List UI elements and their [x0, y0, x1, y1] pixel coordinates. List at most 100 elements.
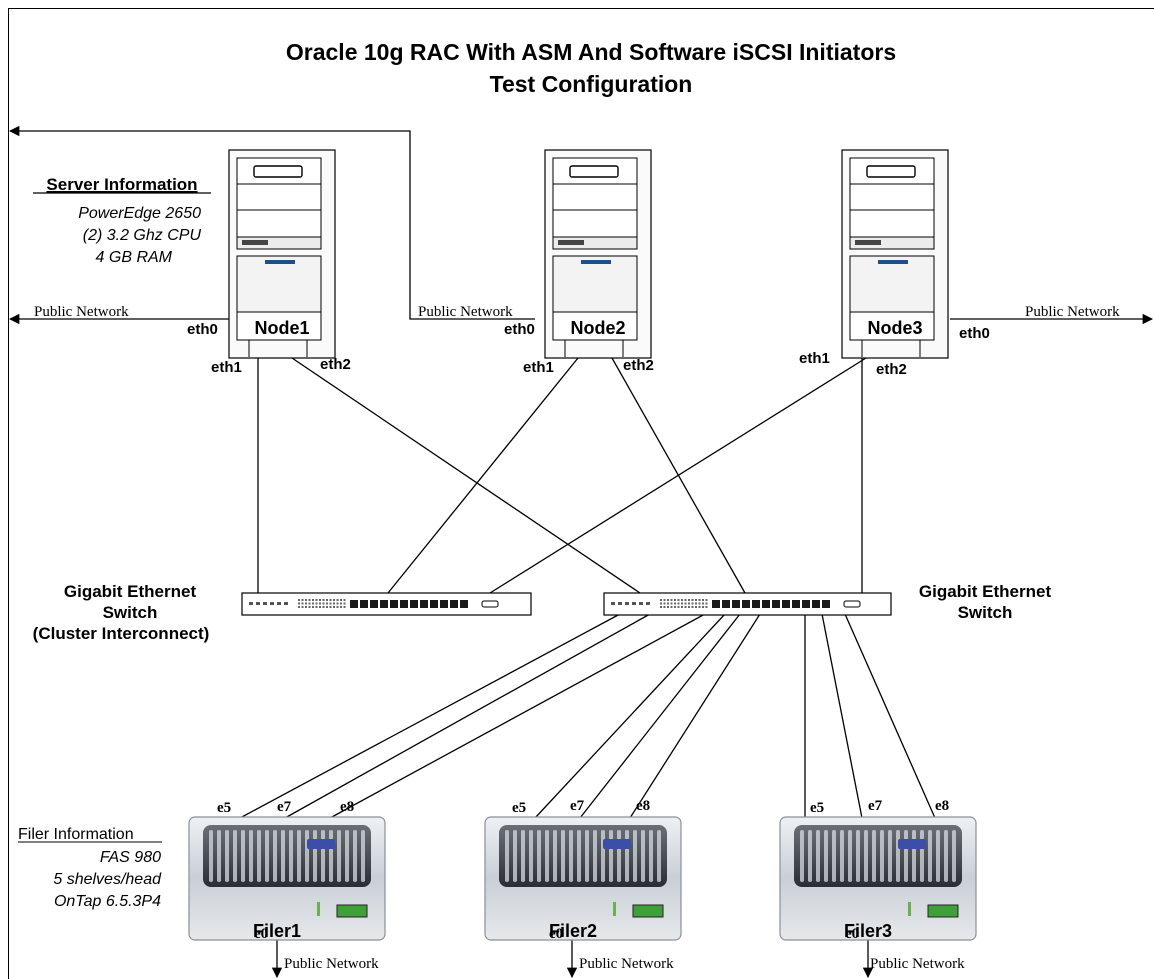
- filer-vent-slat: [896, 830, 900, 882]
- node1-eth2-label: eth2: [320, 356, 351, 373]
- switch-grid-led: [663, 599, 666, 601]
- filer-vent-slat: [888, 830, 892, 882]
- filer1-e7-label: e7: [277, 799, 292, 815]
- switch-status-led: [263, 602, 267, 605]
- filer3-public-network-label: Public Network: [870, 956, 965, 972]
- filer-vent-slat: [824, 830, 828, 882]
- switch-port: [390, 600, 398, 608]
- filer-label: Filer3: [844, 921, 892, 941]
- switch-port: [792, 600, 800, 608]
- switch-grid-led: [681, 602, 683, 605]
- filer-vent-slat: [257, 830, 261, 882]
- public-network-line-node2: [8, 125, 535, 320]
- link-filer1-e5: [239, 613, 621, 819]
- server-led-strip: [265, 260, 295, 264]
- link-filer2-e8: [629, 613, 761, 819]
- filer-vent-slat: [601, 830, 605, 882]
- filer-vent-slat: [848, 830, 852, 882]
- switch-grid-led: [315, 602, 318, 605]
- switch-grid-led: [660, 599, 662, 601]
- filer-vent-slat: [521, 830, 525, 882]
- filer-status-led: [908, 902, 911, 916]
- filer-vent-slat: [329, 830, 333, 882]
- switch-port: [722, 600, 730, 608]
- switch-grid-led: [702, 602, 704, 605]
- switch-cluster-interconnect: [241, 592, 532, 616]
- switch-grid-led: [684, 606, 687, 608]
- public-network-label-right: Public Network: [1025, 304, 1120, 320]
- filer-vent-slat: [920, 830, 924, 882]
- switch-port: [350, 600, 358, 608]
- filer-vent-slat: [641, 830, 645, 882]
- public-network-label-left: Public Network: [34, 304, 129, 320]
- switch-port: [440, 600, 448, 608]
- cable-lines: [8, 125, 1154, 979]
- server-node3: Node3: [841, 149, 949, 359]
- filer-vent-slat: [305, 830, 309, 882]
- filer-label: Filer2: [549, 921, 597, 941]
- filer-vent-slat: [649, 830, 653, 882]
- switch-grid-led: [705, 602, 708, 605]
- filer3-e7-label: e7: [868, 798, 883, 814]
- server-bay-2: [552, 183, 638, 211]
- switch-grid-led: [322, 602, 325, 605]
- switch-grid-led: [326, 599, 328, 601]
- filer-label: Filer1: [253, 921, 301, 941]
- switch-status-led: [284, 602, 288, 605]
- switch-port: [822, 600, 830, 608]
- filer-vent-slat: [609, 830, 613, 882]
- switch-left-label-line3: (Cluster Interconnect): [33, 624, 210, 643]
- link-filer1-e8: [329, 613, 706, 819]
- switch-port: [410, 600, 418, 608]
- filer-vent-slat: [297, 830, 301, 882]
- switch-grid-led: [663, 606, 666, 608]
- filer1-e0-label: e0: [254, 926, 268, 942]
- filer1: Filer1: [188, 816, 386, 941]
- node2-eth1-label: eth1: [523, 359, 554, 376]
- filer3-e8-label: e8: [935, 798, 949, 814]
- switch-grid-led: [684, 599, 687, 601]
- filer-lcd-display: [927, 904, 959, 918]
- switch-grid-led: [308, 602, 311, 605]
- switch-grid-led: [670, 606, 673, 608]
- server-optical-drive: [253, 165, 303, 178]
- switch-grid-led: [326, 602, 328, 605]
- server-led-strip: [878, 260, 908, 264]
- filer-info-model: FAS 980: [100, 849, 161, 866]
- filer-vent-slat: [617, 830, 621, 882]
- switch-grid-led: [301, 606, 304, 608]
- link-filer2-e7: [579, 613, 741, 819]
- filer-vent-slat: [936, 830, 940, 882]
- filer-vent-slat: [569, 830, 573, 882]
- switch-grid-led: [688, 602, 690, 605]
- link-filer3-e8: [844, 613, 936, 819]
- switch-grid-led: [298, 602, 300, 605]
- filer-vent-slat: [904, 830, 908, 882]
- switch-grid-led: [308, 599, 311, 601]
- switch-grid-led: [681, 606, 683, 608]
- switch-port: [782, 600, 790, 608]
- filer3-e5-label: e5: [810, 800, 824, 816]
- switch-grid-led: [660, 606, 662, 608]
- filer-vent-slat: [321, 830, 325, 882]
- filer-info-heading: Filer Information: [18, 826, 134, 843]
- switch-grid-led: [343, 602, 346, 605]
- switch-grid-led: [688, 606, 690, 608]
- switch-grid-led: [336, 602, 339, 605]
- filer-vent-slat: [337, 830, 341, 882]
- server-node2: Node2: [544, 149, 652, 359]
- switch-grid-led: [315, 599, 318, 601]
- filer2-e0-label: e0: [549, 926, 563, 942]
- filer-vent-slat: [633, 830, 637, 882]
- switch-port: [772, 600, 780, 608]
- filer-vent-slat: [353, 830, 357, 882]
- node3-eth0-label: eth0: [959, 325, 990, 342]
- node1-eth0-label: eth0: [187, 321, 218, 338]
- switch-console-port: [481, 600, 499, 608]
- switch-port: [400, 600, 408, 608]
- switch-grid-led: [698, 606, 701, 608]
- switch-grid-led: [681, 599, 683, 601]
- switch-grid-led: [298, 599, 300, 601]
- server-label-area: [552, 311, 638, 341]
